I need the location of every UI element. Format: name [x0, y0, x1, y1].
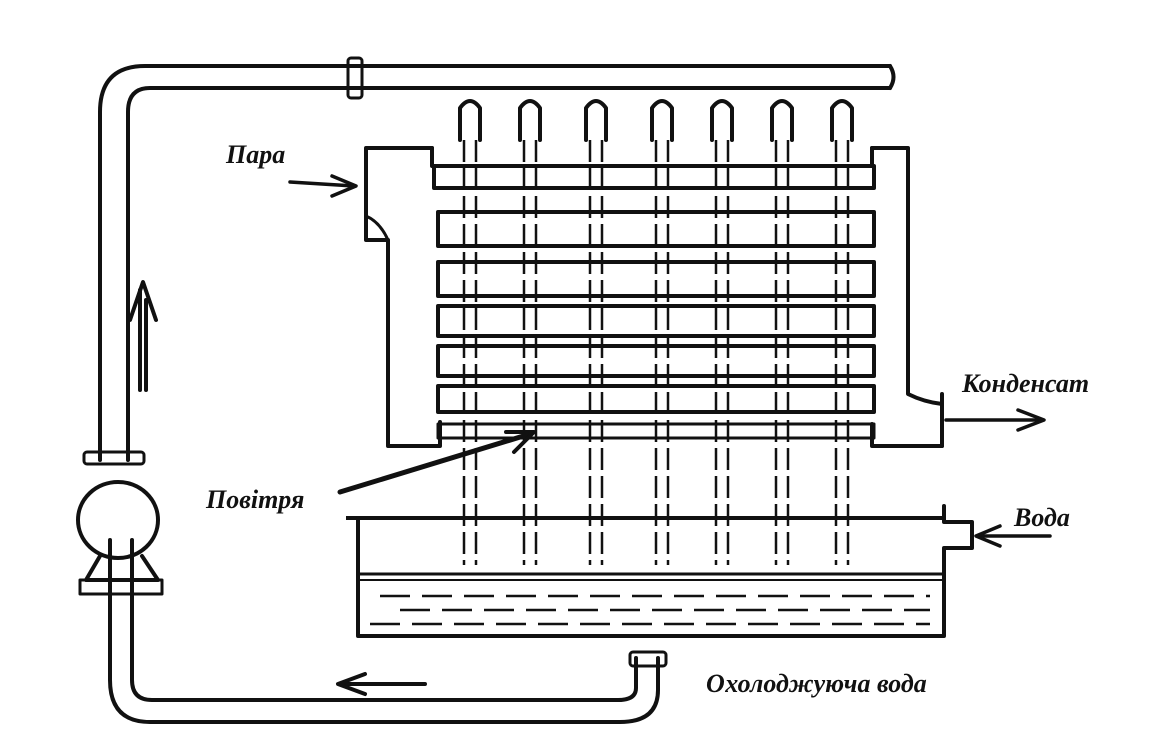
flow-arrow-left-icon	[336, 672, 427, 696]
steam-inlet-arrow-icon	[288, 174, 358, 198]
pump-icon	[76, 480, 164, 596]
steam-label: Пара	[225, 140, 285, 169]
left-header	[364, 146, 442, 448]
air-outlet-arrow-icon	[337, 430, 536, 495]
condensate-label: Конденсат	[961, 369, 1089, 398]
water-streams	[462, 140, 850, 565]
air-label: Повітря	[205, 485, 304, 514]
cooling-water-label: Охолоджуюча вода	[706, 669, 927, 698]
water-label: Вода	[1013, 503, 1070, 532]
condensate-outlet-arrow-icon	[944, 408, 1046, 432]
flow-arrow-up-icon	[128, 280, 158, 392]
tube-bundle	[432, 164, 876, 440]
spray-nozzles	[458, 99, 854, 142]
cooling-tank	[346, 504, 974, 638]
recirculation-pipe	[82, 56, 896, 724]
right-header	[870, 146, 944, 448]
water-inlet-arrow-icon	[974, 524, 1052, 548]
